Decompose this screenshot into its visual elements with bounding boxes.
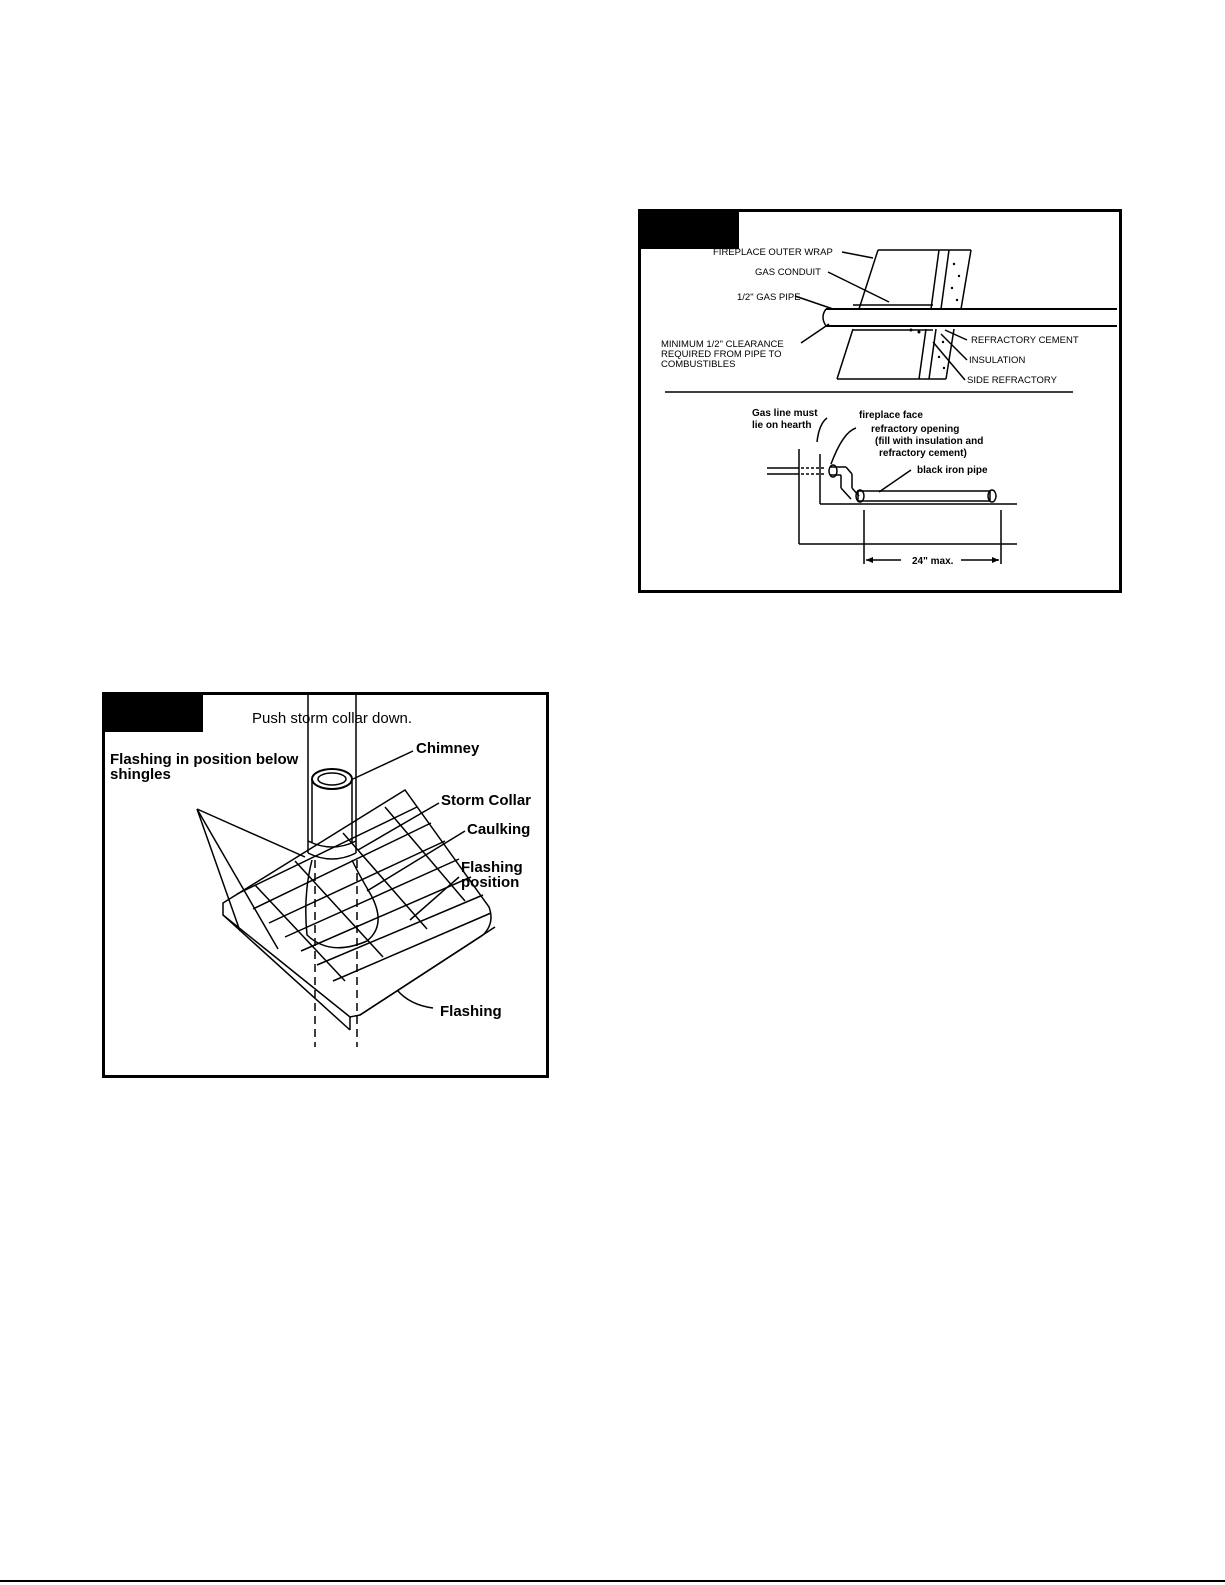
label-flashing: Flashing <box>440 1003 502 1020</box>
label-refractory-opening-2: (fill with insulation and <box>875 436 983 447</box>
label-push-storm-collar: Push storm collar down. <box>252 710 412 727</box>
label-outer-wrap: FIREPLACE OUTER WRAP <box>713 247 833 258</box>
label-flashing-below-2: shingles <box>110 766 171 783</box>
label-side-refractory: SIDE REFRACTORY <box>967 375 1058 386</box>
label-gas-conduit: GAS CONDUIT <box>755 267 821 278</box>
label-flashing-position-1: Flashing <box>461 859 523 876</box>
label-caulking: Caulking <box>467 821 530 838</box>
gas-line-diagram: FIREPLACE OUTER WRAP GAS CONDUIT 1/2" GA… <box>661 247 1117 567</box>
label-clearance-1: MINIMUM 1/2" CLEARANCE <box>661 339 784 350</box>
label-gas-pipe: 1/2" GAS PIPE <box>737 292 801 303</box>
label-refractory-cement: REFRACTORY CEMENT <box>971 335 1079 346</box>
label-black-iron-pipe: black iron pipe <box>917 465 988 476</box>
page-bottom-rule <box>0 1580 1225 1582</box>
label-storm-collar: Storm Collar <box>441 792 531 809</box>
label-max-dimension: 24" max. <box>912 556 954 567</box>
label-fireplace-face: fireplace face <box>859 410 923 421</box>
figure-number-tab <box>641 212 739 249</box>
label-chimney: Chimney <box>416 740 480 757</box>
label-gas-line-1: Gas line must <box>752 408 818 419</box>
label-gas-line-2: lie on hearth <box>752 420 811 431</box>
chimney-flashing-diagram: Push storm collar down. Chimney Flashing… <box>110 695 531 1047</box>
label-clearance-2: REQUIRED FROM PIPE TO <box>661 349 782 360</box>
gas-line-figure: FIREPLACE OUTER WRAP GAS CONDUIT 1/2" GA… <box>638 209 1122 593</box>
label-clearance-3: COMBUSTIBLES <box>661 359 735 370</box>
label-insulation: INSULATION <box>969 355 1025 366</box>
label-refractory-opening-3: refractory cement) <box>879 448 967 459</box>
figure-number-tab <box>105 695 203 732</box>
label-refractory-opening-1: refractory opening <box>871 424 959 435</box>
label-flashing-below-1: Flashing in position below <box>110 751 299 768</box>
label-flashing-position-2: position <box>461 874 519 891</box>
chimney-flashing-figure: Push storm collar down. Chimney Flashing… <box>102 692 549 1078</box>
